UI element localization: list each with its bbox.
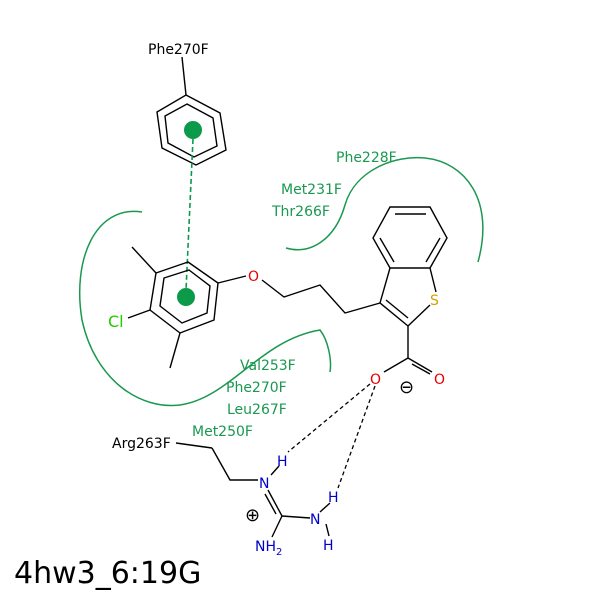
atom-nitrogen-a: N [259,476,269,492]
negative-charge-icon: ⊖ [399,377,414,398]
residue-label-thr266: Thr266F [271,204,330,220]
phenyl-ring-top [156,56,227,166]
hydrophobic-arc-right [285,156,484,263]
atom-hydrogen-a: H [277,454,288,470]
atom-hydrogen-b1: H [328,490,339,506]
atom-chlorine: Cl [108,312,124,331]
residue-label-phe228: Phe228F [336,150,397,166]
structure-code-label: 4hw3_6:19G [14,556,201,591]
chloro-phenyl-ring [127,246,247,369]
residue-label-val253: Val253F [240,358,296,374]
atom-nitrogen-b: N [310,512,320,528]
residue-label-leu267: Leu267F [227,402,287,418]
atom-amine-nh2: NH2 [255,539,282,558]
hbond-2 [337,385,376,489]
residue-label-phe270-top: Phe270F [148,42,209,58]
hbond-1 [287,383,371,453]
benzothiophene [372,206,448,375]
amine-nh-text: NH [255,539,276,555]
atom-sulfur: S [430,293,439,309]
residue-label-met231: Met231F [281,182,342,198]
propyl-linker [261,279,381,314]
atom-carboxylate-oxygen-right: O [434,372,445,388]
pi-stacking-line [185,138,194,291]
arginine-side-chain [175,442,331,538]
atom-carboxylate-oxygen-left: O [370,372,381,388]
positive-charge-icon: ⊕ [245,505,260,526]
hydrophobic-arc-left [78,210,332,407]
residue-label-arg263: Arg263F [112,436,171,452]
atom-ether-oxygen: O [248,269,259,285]
residue-label-met250: Met250F [192,424,253,440]
residue-label-phe270: Phe270F [226,380,287,396]
pi-centroid-top [184,121,202,139]
atom-hydrogen-b2: H [323,538,334,554]
pi-centroid-bottom [177,288,195,306]
amine-subscript: 2 [276,547,282,558]
